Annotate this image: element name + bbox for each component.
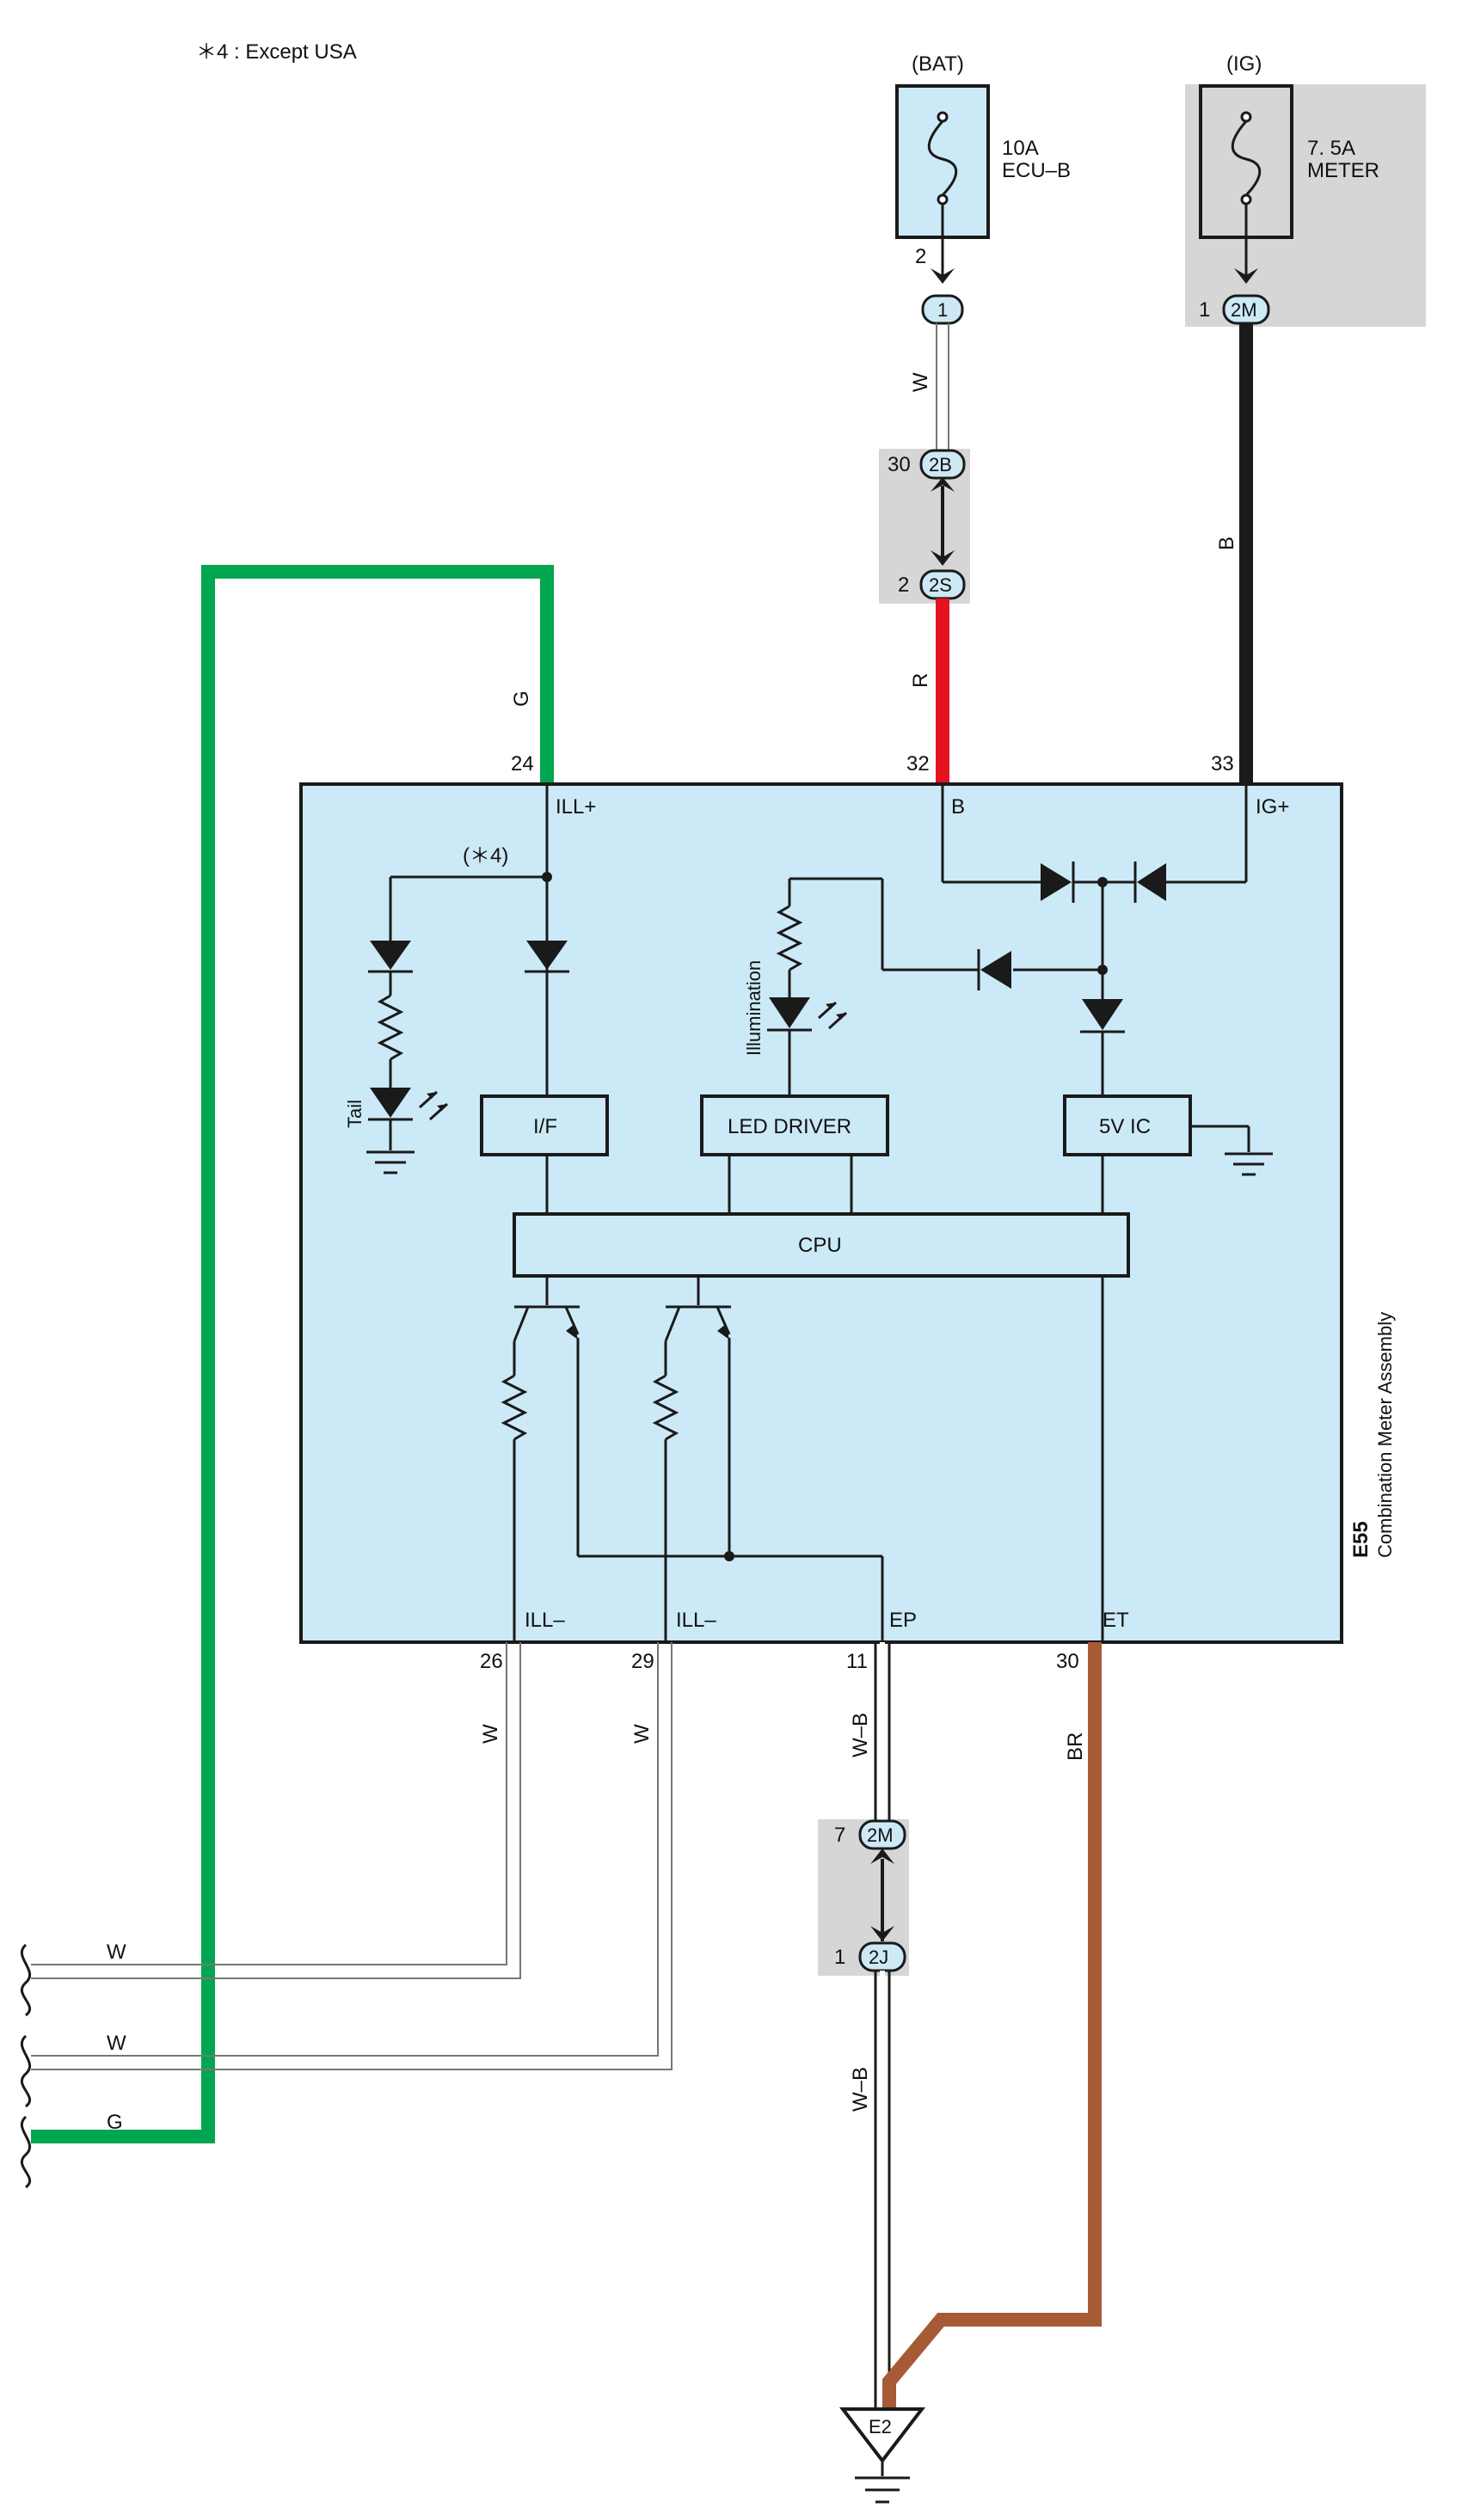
wire-break-2 bbox=[20, 2034, 32, 2108]
pin-29: 29 bbox=[631, 1650, 654, 1673]
connector-1: 1 bbox=[921, 294, 964, 325]
left-wire-w1-label: W bbox=[107, 1941, 126, 1964]
wire-w-bat-label: W bbox=[909, 372, 932, 392]
wire-wb-bottom-label: W–B bbox=[849, 2067, 872, 2112]
ig-fuse-pin: 1 bbox=[1199, 298, 1210, 322]
pin-11: 11 bbox=[846, 1650, 868, 1673]
ground-e2: E2 bbox=[838, 2407, 926, 2504]
wire-wb-top-label: W–B bbox=[849, 1713, 872, 1757]
ig-fuse-rating: 7. 5A bbox=[1307, 137, 1355, 160]
pin-7-2m: 7 bbox=[834, 1824, 845, 1847]
block-if: I/F bbox=[533, 1115, 557, 1138]
ig-fuse: (IG) 7. 5A METER bbox=[1199, 52, 1379, 284]
terminal-b: B bbox=[951, 795, 965, 819]
connector-1-label: 1 bbox=[937, 299, 948, 321]
wire-br-label: BR bbox=[1064, 1732, 1087, 1761]
bat-fuse-rating: 10A bbox=[1002, 137, 1039, 160]
wire-w-bat: W bbox=[909, 323, 949, 454]
pin-33: 33 bbox=[1211, 752, 1234, 776]
pin-24: 24 bbox=[511, 752, 534, 776]
connector-2b: 30 2B bbox=[888, 449, 966, 480]
wire-g: G bbox=[31, 565, 554, 2143]
connector-2s-label: 2S bbox=[929, 574, 952, 596]
connector-2b-label: 2B bbox=[929, 454, 952, 475]
wire-break-1 bbox=[20, 1943, 32, 2017]
except-usa-note: ＊4 : Except USA bbox=[196, 40, 357, 64]
pin-26: 26 bbox=[480, 1650, 503, 1673]
wire-w-26-label: W bbox=[479, 1724, 502, 1744]
connector-2m-top: 1 2M bbox=[1199, 294, 1270, 325]
wire-br: BR bbox=[882, 1642, 1102, 2407]
ig-fuse-name: METER bbox=[1307, 159, 1379, 182]
left-wire-w2-label: W bbox=[107, 2032, 126, 2055]
tail-label: Tail bbox=[344, 1100, 366, 1128]
pin-30: 30 bbox=[1056, 1650, 1079, 1673]
terminal-ill-minus-1: ILL– bbox=[525, 1609, 565, 1632]
bat-fuse-pin: 2 bbox=[915, 245, 926, 268]
pin-32: 32 bbox=[906, 752, 930, 776]
connector-2j-label: 2J bbox=[869, 1947, 888, 1968]
bat-fuse-name: ECU–B bbox=[1002, 159, 1071, 182]
terminal-ill-minus-2: ILL– bbox=[676, 1609, 716, 1632]
component-code: E55 bbox=[1349, 1521, 1373, 1558]
wire-w-29: W bbox=[31, 1642, 673, 2070]
wire-wb-bottom: W–B bbox=[849, 1971, 891, 2407]
connector-2j: 1 2J bbox=[834, 1941, 906, 1972]
ig-fuse-gray-area bbox=[1185, 84, 1426, 327]
pin-1-2j: 1 bbox=[834, 1946, 845, 1969]
terminal-et: ET bbox=[1103, 1609, 1129, 1632]
pin-2-2s: 2 bbox=[898, 573, 909, 597]
wire-b: B bbox=[1215, 323, 1253, 784]
wire-r: R bbox=[909, 598, 949, 784]
wire-break-3 bbox=[20, 2115, 32, 2189]
terminal-ill-plus: ILL+ bbox=[556, 795, 596, 819]
wire-b-label: B bbox=[1215, 536, 1238, 550]
block-5v-ic: 5V IC bbox=[1099, 1115, 1151, 1138]
bat-source-label: (BAT) bbox=[912, 52, 964, 76]
wire-w-29-label: W bbox=[630, 1724, 654, 1744]
wire-w-26: W bbox=[31, 1642, 521, 1979]
ig-source-label: (IG) bbox=[1226, 52, 1262, 76]
connector-2m-bottom-label: 2M bbox=[867, 1824, 894, 1846]
pin-30-2b: 30 bbox=[888, 453, 911, 476]
bat-fuse: (BAT) 10A ECU–B 2 bbox=[895, 52, 1071, 284]
terminal-ig-plus: IG+ bbox=[1256, 795, 1289, 819]
illumination-label: Illumination bbox=[743, 960, 765, 1056]
terminal-ep: EP bbox=[889, 1609, 917, 1632]
component-name: Combination Meter Assembly bbox=[1374, 1312, 1396, 1558]
block-cpu: CPU bbox=[798, 1234, 842, 1257]
note-ref: (＊4) bbox=[463, 844, 508, 868]
left-wire-g-label: G bbox=[107, 2111, 123, 2134]
block-led-driver: LED DRIVER bbox=[728, 1115, 851, 1138]
wire-r-label: R bbox=[909, 673, 932, 688]
connector-2m-top-label: 2M bbox=[1231, 299, 1257, 321]
wire-wb: W–B bbox=[849, 1642, 891, 1824]
connector-2s: 2 2S bbox=[898, 569, 966, 600]
wire-g-label: G bbox=[510, 690, 533, 707]
ground-e2-label: E2 bbox=[869, 2416, 892, 2437]
internal-circuit: (＊4) Tail bbox=[344, 784, 1273, 1642]
connector-2m-bottom: 7 2M bbox=[834, 1819, 906, 1850]
